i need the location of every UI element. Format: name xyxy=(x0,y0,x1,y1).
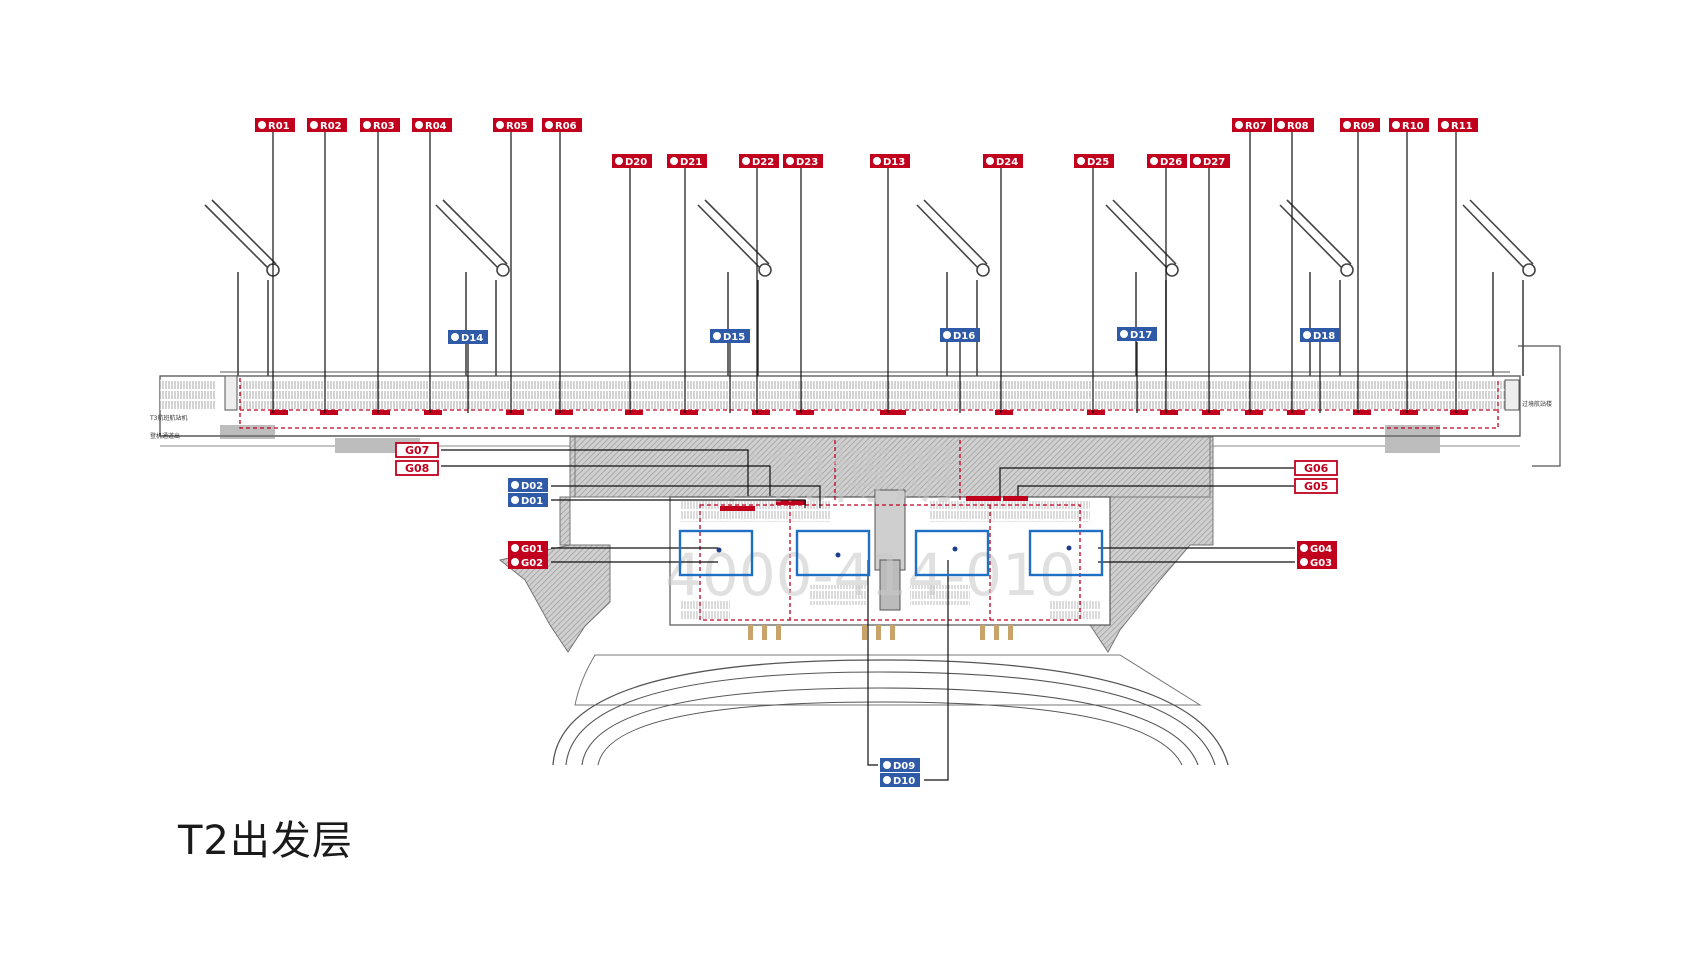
marker-d23[interactable]: D23 xyxy=(783,154,823,168)
highlight-box-right-center xyxy=(914,529,990,577)
marker-d22[interactable]: D22 xyxy=(739,154,779,168)
marker-g04[interactable]: G04 xyxy=(1297,541,1337,555)
svg-text:R02: R02 xyxy=(320,121,342,132)
svg-text:D10: D10 xyxy=(893,776,915,787)
building-structure xyxy=(159,199,1561,766)
marker-d09[interactable]: D09 xyxy=(880,758,920,772)
svg-text:G08: G08 xyxy=(405,462,429,475)
svg-text:D26: D26 xyxy=(1160,157,1182,168)
marker-g06[interactable]: G06 xyxy=(1294,460,1338,476)
marker-d20[interactable]: D20 xyxy=(612,154,652,168)
watermark-line1: 中视博朗 xyxy=(700,439,956,513)
svg-text:R08: R08 xyxy=(1287,121,1309,132)
svg-text:D23: D23 xyxy=(796,157,818,168)
svg-text:G04: G04 xyxy=(1310,544,1332,555)
highlight-box-g01 xyxy=(678,529,754,577)
marker-g08[interactable]: G08 xyxy=(395,460,439,476)
svg-text:D22: D22 xyxy=(752,157,774,168)
marker-r03[interactable]: R03 xyxy=(360,118,400,132)
svg-text:G01: G01 xyxy=(521,544,543,555)
svg-text:R10: R10 xyxy=(1402,121,1424,132)
marker-d27[interactable]: D27 xyxy=(1190,154,1230,168)
marker-d14[interactable]: D14 xyxy=(448,330,488,344)
svg-text:G02: G02 xyxy=(521,558,543,569)
svg-text:D16: D16 xyxy=(953,331,975,342)
highlight-boxes xyxy=(678,529,1104,577)
svg-text:D18: D18 xyxy=(1313,331,1335,342)
marker-d24[interactable]: D24 xyxy=(983,154,1023,168)
svg-text:G05: G05 xyxy=(1304,480,1328,493)
marker-g02[interactable]: G02 xyxy=(508,555,548,569)
svg-text:R01: R01 xyxy=(268,121,290,132)
marker-d13[interactable]: D13 xyxy=(870,154,910,168)
marker-r10[interactable]: R10 xyxy=(1389,118,1429,132)
red-marker-layer: R01 R02 R03 R04 R05 R06 R07 R08 R09 R10 … xyxy=(255,118,1478,569)
highlight-box-left-center xyxy=(795,529,871,577)
marker-d16[interactable]: D16 xyxy=(940,328,980,342)
marker-r07[interactable]: R07 xyxy=(1232,118,1272,132)
marker-g05[interactable]: G05 xyxy=(1294,478,1338,494)
svg-text:R06: R06 xyxy=(555,121,577,132)
svg-text:D24: D24 xyxy=(996,157,1018,168)
transfer-label: 过境航站楼 xyxy=(1522,400,1552,408)
marker-g07[interactable]: G07 xyxy=(395,442,439,458)
svg-text:R03: R03 xyxy=(373,121,395,132)
marker-r11[interactable]: R11 xyxy=(1438,118,1478,132)
svg-text:D21: D21 xyxy=(680,157,702,168)
svg-text:D17: D17 xyxy=(1130,330,1152,341)
marker-d01[interactable]: D01 xyxy=(508,493,548,507)
t3-link-label: T3航班航站机 xyxy=(149,414,187,422)
marker-d10[interactable]: D10 xyxy=(880,773,920,787)
marker-d25[interactable]: D25 xyxy=(1074,154,1114,168)
floor-title: T2出发层 xyxy=(178,818,353,864)
marker-leader-lines xyxy=(272,132,1457,781)
marker-g01[interactable]: G01 xyxy=(508,541,548,555)
svg-text:D02: D02 xyxy=(521,481,543,492)
blue-marker-layer: D14 D15 D16 D17 D18 D02 D01 D09 D10 xyxy=(448,327,1340,787)
marker-d26[interactable]: D26 xyxy=(1147,154,1187,168)
outlined-marker-layer: G07 G08 G06 G05 xyxy=(395,442,1338,494)
marker-d18[interactable]: D18 xyxy=(1300,328,1340,342)
svg-text:G07: G07 xyxy=(405,444,429,457)
highlight-box-g04 xyxy=(1028,529,1104,577)
svg-text:R09: R09 xyxy=(1353,121,1375,132)
svg-text:G03: G03 xyxy=(1310,558,1332,569)
svg-text:D13: D13 xyxy=(883,157,905,168)
svg-text:D14: D14 xyxy=(461,333,483,344)
floor-small-labels: T3航班航站机 登机通道出 过境航站楼 xyxy=(149,400,1552,440)
marker-r01[interactable]: R01 xyxy=(255,118,295,132)
marker-d02[interactable]: D02 xyxy=(508,478,548,492)
marker-r05[interactable]: R05 xyxy=(493,118,533,132)
svg-text:D09: D09 xyxy=(893,761,915,772)
svg-text:G06: G06 xyxy=(1304,462,1329,475)
marker-r04[interactable]: R04 xyxy=(412,118,452,132)
svg-text:R11: R11 xyxy=(1451,121,1473,132)
marker-g03[interactable]: G03 xyxy=(1297,555,1337,569)
svg-text:R05: R05 xyxy=(506,121,528,132)
check-in-label: 登机通道出 xyxy=(150,432,180,440)
svg-text:D15: D15 xyxy=(723,332,745,343)
svg-text:R04: R04 xyxy=(425,121,447,132)
marker-r08[interactable]: R08 xyxy=(1274,118,1314,132)
marker-r06[interactable]: R06 xyxy=(542,118,582,132)
marker-d15[interactable]: D15 xyxy=(710,329,750,343)
svg-text:D20: D20 xyxy=(625,157,647,168)
svg-text:D01: D01 xyxy=(521,496,543,507)
svg-text:D25: D25 xyxy=(1087,157,1109,168)
svg-text:D27: D27 xyxy=(1203,157,1225,168)
marker-d21[interactable]: D21 xyxy=(667,154,707,168)
svg-text:R07: R07 xyxy=(1245,121,1267,132)
marker-r09[interactable]: R09 xyxy=(1340,118,1380,132)
marker-d17[interactable]: D17 xyxy=(1117,327,1157,341)
marker-r02[interactable]: R02 xyxy=(307,118,347,132)
